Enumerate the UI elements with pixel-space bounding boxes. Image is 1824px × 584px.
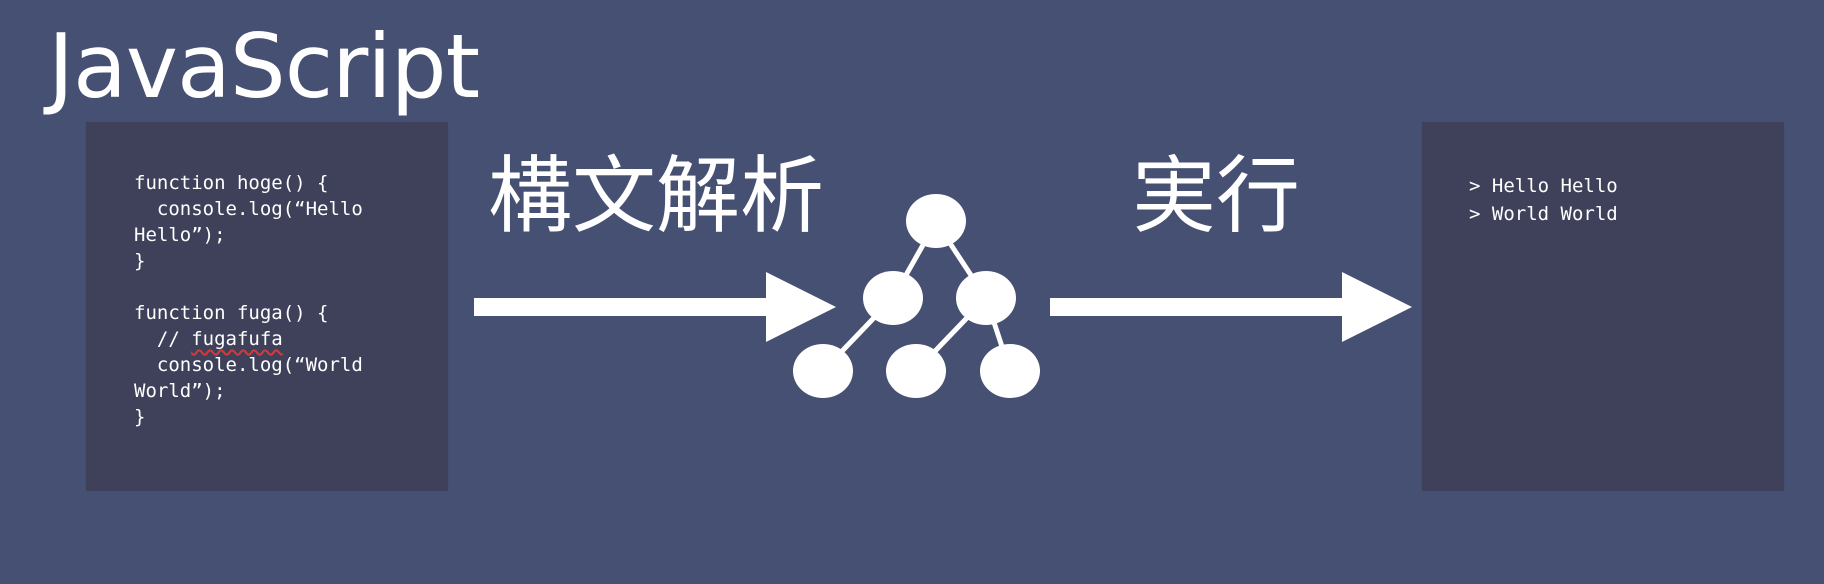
console-output: > Hello Hello > World World	[1469, 172, 1618, 228]
code-line: console.log(“Hello	[134, 198, 363, 220]
console-output-panel: > Hello Hello > World World	[1422, 122, 1784, 491]
tree-node	[980, 344, 1040, 398]
slide-title: JavaScript	[48, 15, 480, 118]
tree-nodes	[793, 194, 1040, 398]
execute-step-label: 実行	[1132, 147, 1301, 245]
tree-node	[863, 271, 923, 325]
parse-step-label: 構文解析	[488, 147, 825, 245]
code-line: function hoge() {	[134, 172, 329, 194]
tree-icon	[793, 194, 1040, 398]
output-line: > World World	[1469, 203, 1618, 225]
code-line: }	[134, 250, 146, 272]
tree-node	[906, 194, 966, 248]
tree-node	[793, 344, 853, 398]
code-line-comment: // fugafufa	[134, 326, 363, 352]
tree-node	[956, 271, 1016, 325]
right-arrow-icon	[1050, 272, 1412, 342]
comment-prefix: //	[134, 328, 192, 350]
right-arrow-icon	[474, 272, 836, 342]
code-line: }	[134, 406, 146, 428]
code-line	[134, 274, 363, 300]
tree-node	[886, 344, 946, 398]
code-line: function fuga() {	[134, 302, 329, 324]
output-line: > Hello Hello	[1469, 175, 1618, 197]
tree-edges	[820, 219, 1013, 374]
code-line: console.log(“World	[134, 354, 363, 376]
misspelled-word: fugafufa	[191, 328, 283, 350]
code-line: Hello”);	[134, 224, 226, 246]
code-line: World”);	[134, 380, 226, 402]
